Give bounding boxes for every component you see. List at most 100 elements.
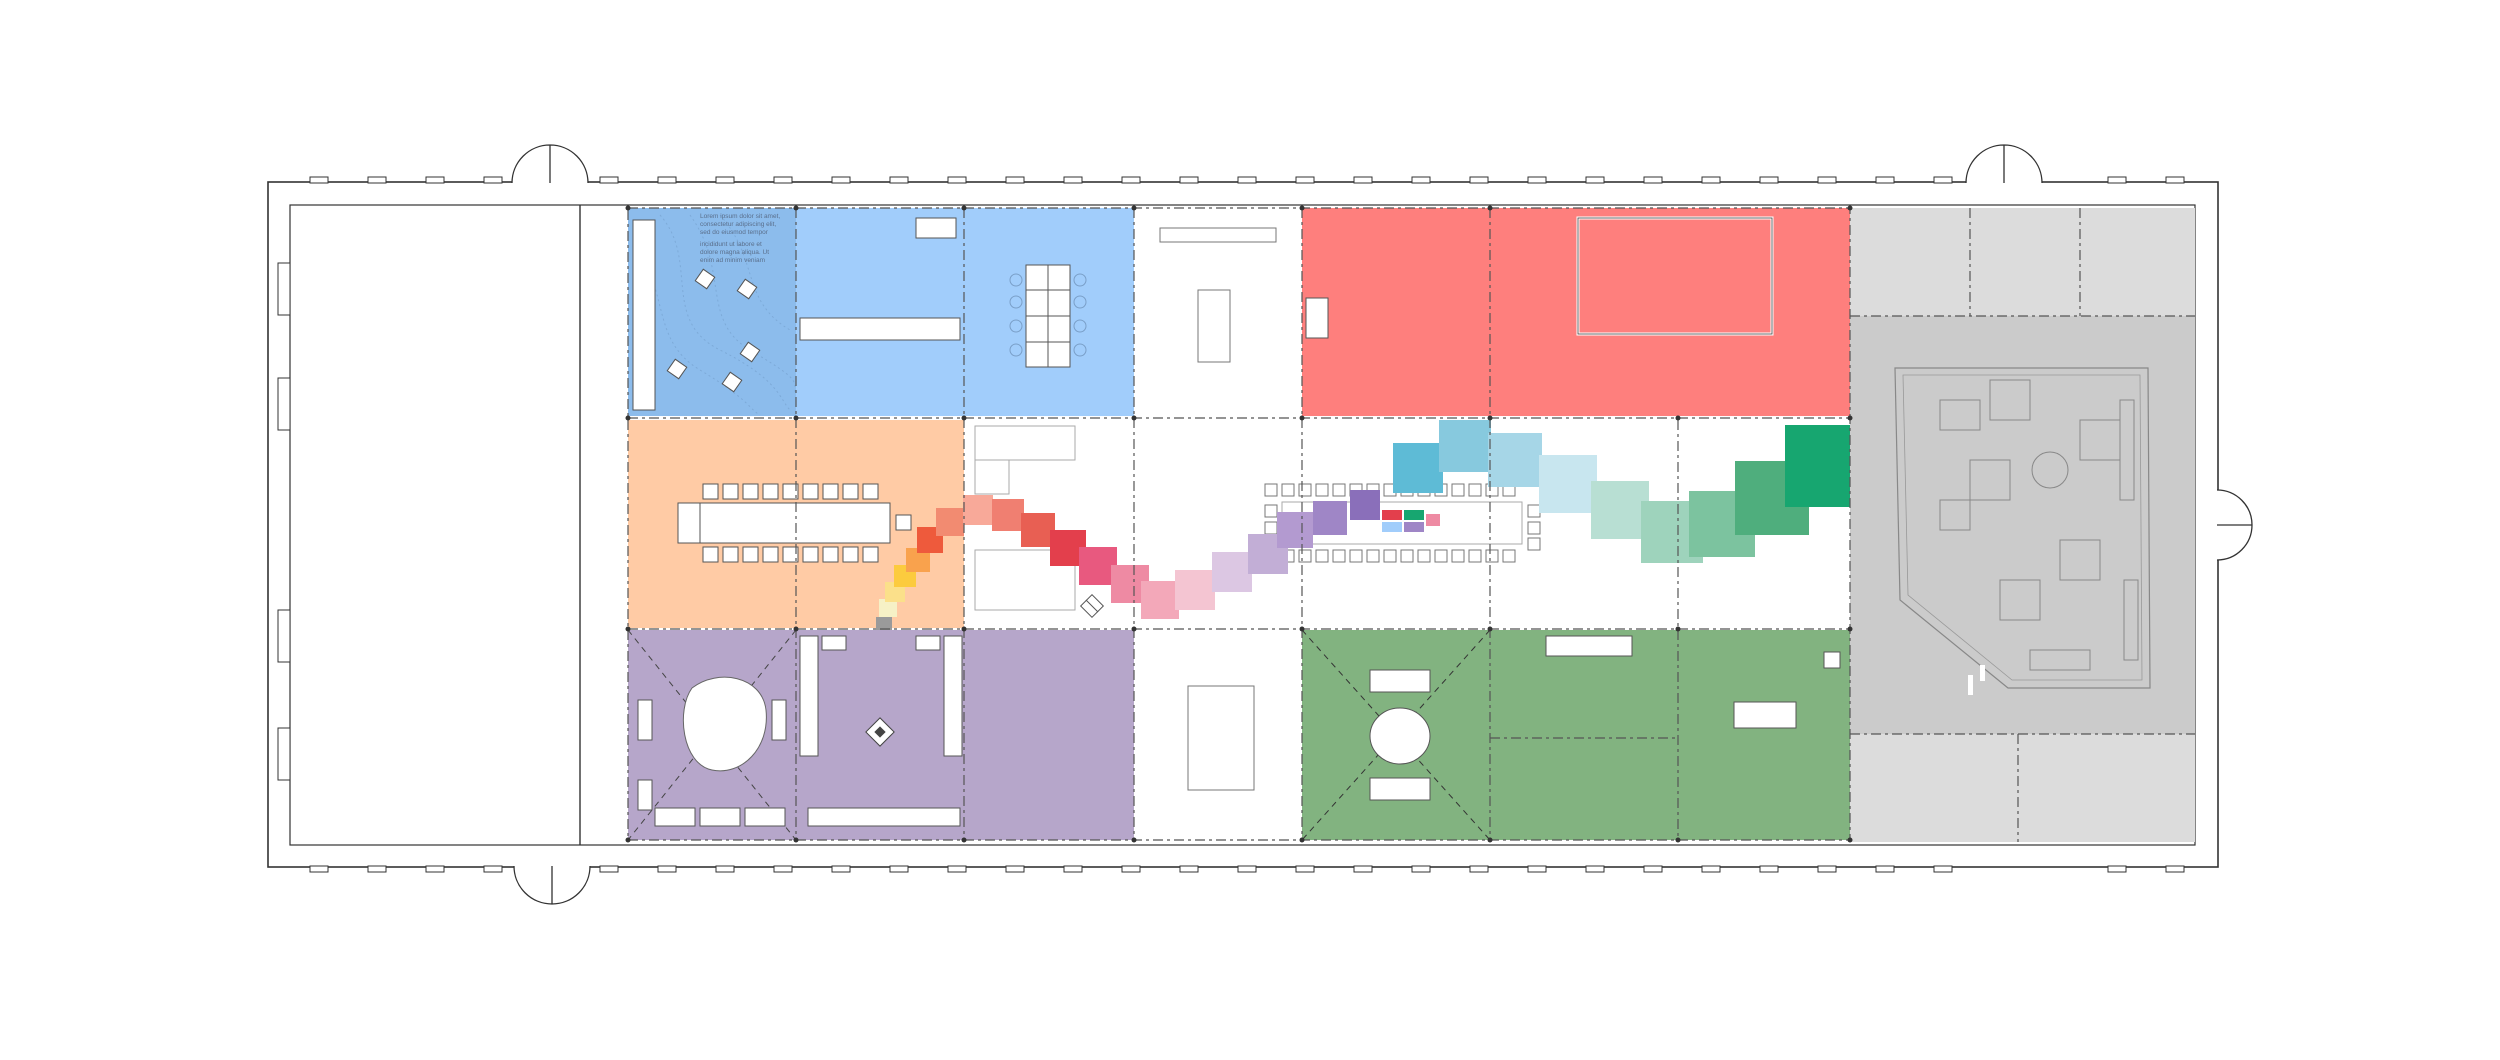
pilaster [1875,176,1895,184]
zone-blue-meeting [796,208,964,416]
pilaster [1353,865,1373,873]
pilaster [1121,865,1141,873]
path-square [1277,512,1313,548]
pilaster [1063,176,1083,184]
pilaster [1643,176,1663,184]
chair [842,483,859,500]
chair [1527,521,1541,535]
door-swing-right-icon [2216,489,2253,561]
pilaster [1179,176,1199,184]
pilaster [1469,176,1489,184]
pilaster [483,865,503,873]
pilaster [1759,176,1779,184]
pavilion-table [1369,707,1431,765]
stand [1968,675,1973,695]
pilaster [889,176,909,184]
round-island [682,676,767,772]
chair [1315,483,1329,497]
pilaster [1179,865,1199,873]
door-swing-bottom-left-icon [513,865,591,905]
zone-red-large [1490,208,1850,416]
path-square [1079,547,1117,585]
color-path [873,420,1867,647]
chair [802,483,819,500]
chair [1332,483,1346,497]
pilaster [1527,176,1547,184]
pilaster [1585,176,1605,184]
pilaster [889,865,909,873]
chair [1400,549,1414,563]
pilaster [1237,176,1257,184]
chair [1349,549,1363,563]
chair [802,546,819,563]
pilaster [1817,865,1837,873]
note-line: incididunt ut labore et [700,241,762,248]
chair [1315,549,1329,563]
path-square [992,499,1024,531]
pilaster [1005,865,1025,873]
path-square [1488,433,1542,487]
zone-green-right [1678,630,1850,840]
zone-red-small [1302,208,1490,416]
pilaster [831,176,851,184]
chair [1527,537,1541,551]
chair [1434,549,1448,563]
pilaster [1585,865,1605,873]
windows-left [277,262,291,781]
side-table [915,217,957,239]
path-square [1393,443,1443,493]
pilaster [947,176,967,184]
pilaster [773,865,793,873]
chair [1264,483,1278,497]
chair [822,546,839,563]
pilaster [1933,176,1953,184]
note-line: sed do eiusmod tempor [700,229,769,236]
conference-table [1025,264,1071,368]
perimeter-benches [637,699,787,827]
chair [1417,549,1431,563]
pilaster [1817,176,1837,184]
pilaster [947,865,967,873]
chair [762,546,779,563]
chair [1383,549,1397,563]
chair [702,483,719,500]
topo-lines [634,214,796,416]
pilaster [425,865,445,873]
chair [1485,549,1499,563]
pilaster [1701,865,1721,873]
chair [1502,549,1516,563]
window [277,727,291,781]
pilaster [2165,176,2185,184]
path-square [1313,501,1347,535]
chair [1281,483,1295,497]
lectern [677,502,701,544]
path-square [1141,581,1179,619]
pilaster [1237,865,1257,873]
pilaster [1411,865,1431,873]
chair [702,546,719,563]
window [277,609,291,663]
zone-green-bottom [1490,738,1678,840]
path-square [963,495,993,525]
pilaster [2165,865,2185,873]
zone-gray-lounge [1850,316,2195,734]
zone-gray-top [1850,208,2195,316]
path-square [1591,481,1649,539]
path-square [936,508,964,536]
note-line: dolore magna aliqua. Ut [700,249,769,256]
stand [1980,665,1985,681]
chair [1264,504,1278,518]
green-block [1823,651,1841,669]
path-square [1021,513,1055,547]
pilaster [1643,865,1663,873]
pilaster [1295,865,1315,873]
pilaster [599,865,619,873]
door-swing-top-left-icon [511,144,589,184]
path-square [1350,490,1380,520]
green-table [1733,701,1797,729]
pilaster [2107,176,2127,184]
chair [762,483,779,500]
lounge-inner-outline [1902,374,2143,681]
pilaster [1875,865,1895,873]
